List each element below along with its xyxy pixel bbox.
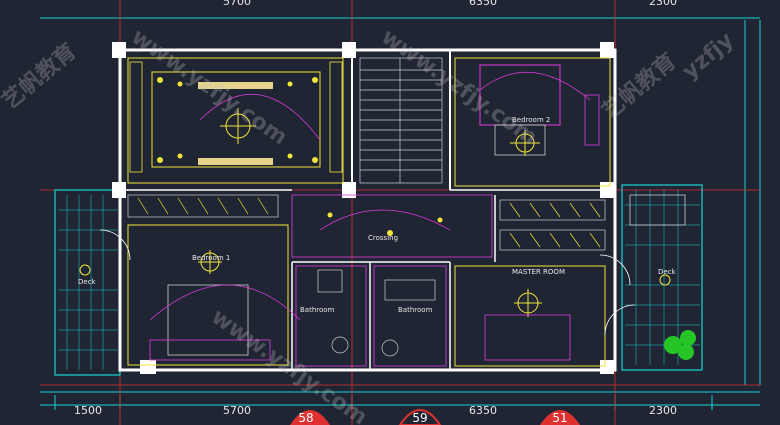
room-label-master: MASTER ROOM bbox=[512, 268, 565, 276]
deck-left-light bbox=[79, 264, 91, 276]
dim-top-3: 2300 bbox=[649, 0, 677, 8]
dim-top-1: 5700 bbox=[223, 0, 251, 8]
bedroom-2-plan bbox=[454, 57, 611, 187]
dim-bottom-2: 5700 bbox=[223, 404, 251, 417]
room-label-deck-left: Deck bbox=[78, 278, 97, 286]
wiring bbox=[149, 71, 591, 321]
bathroom-left-plan bbox=[295, 265, 367, 367]
deck-right-light bbox=[659, 274, 671, 286]
dim-bottom-1: 1500 bbox=[74, 404, 102, 417]
upper-left-room bbox=[127, 57, 344, 184]
crossing-plan bbox=[291, 194, 493, 258]
columns bbox=[112, 42, 614, 374]
deck-right bbox=[621, 184, 703, 371]
grid-bubble-2-label: 59 bbox=[412, 411, 427, 425]
dim-top-2: 6350 bbox=[469, 0, 497, 8]
room-label-bedroom-2: Bedroom 2 bbox=[512, 116, 550, 124]
grid-bubble-1 bbox=[290, 410, 330, 425]
room-label-bedroom-1: Bedroom 1 bbox=[192, 254, 230, 262]
watermark-3: 艺帆教育 bbox=[0, 38, 81, 114]
watermark-2: www.yzfjy.com bbox=[377, 24, 542, 150]
room-label-bathroom-left: Bathroom bbox=[300, 306, 335, 314]
walls bbox=[118, 48, 617, 372]
grid-bubble-3-label: 51 bbox=[552, 411, 567, 425]
grid-bubble-1-label: 58 bbox=[298, 411, 313, 425]
staircase bbox=[359, 57, 443, 184]
grid-bubble-3 bbox=[540, 410, 580, 425]
plant-symbol bbox=[664, 330, 696, 360]
room-label-crossing: Crossing bbox=[368, 234, 398, 242]
dimension-frame bbox=[40, 17, 761, 410]
room-label-deck-right: Deck bbox=[658, 268, 677, 276]
master-room-plan bbox=[454, 265, 606, 367]
door-swings bbox=[99, 229, 636, 336]
room-label-bathroom-right: Bathroom bbox=[398, 306, 433, 314]
watermark-5: yzfjy bbox=[678, 28, 739, 85]
bathroom-right-plan bbox=[373, 265, 447, 367]
dim-bottom-4: 2300 bbox=[649, 404, 677, 417]
closets bbox=[127, 194, 606, 251]
bedroom-1-plan bbox=[127, 224, 289, 366]
dim-bottom-3: 6350 bbox=[469, 404, 497, 417]
